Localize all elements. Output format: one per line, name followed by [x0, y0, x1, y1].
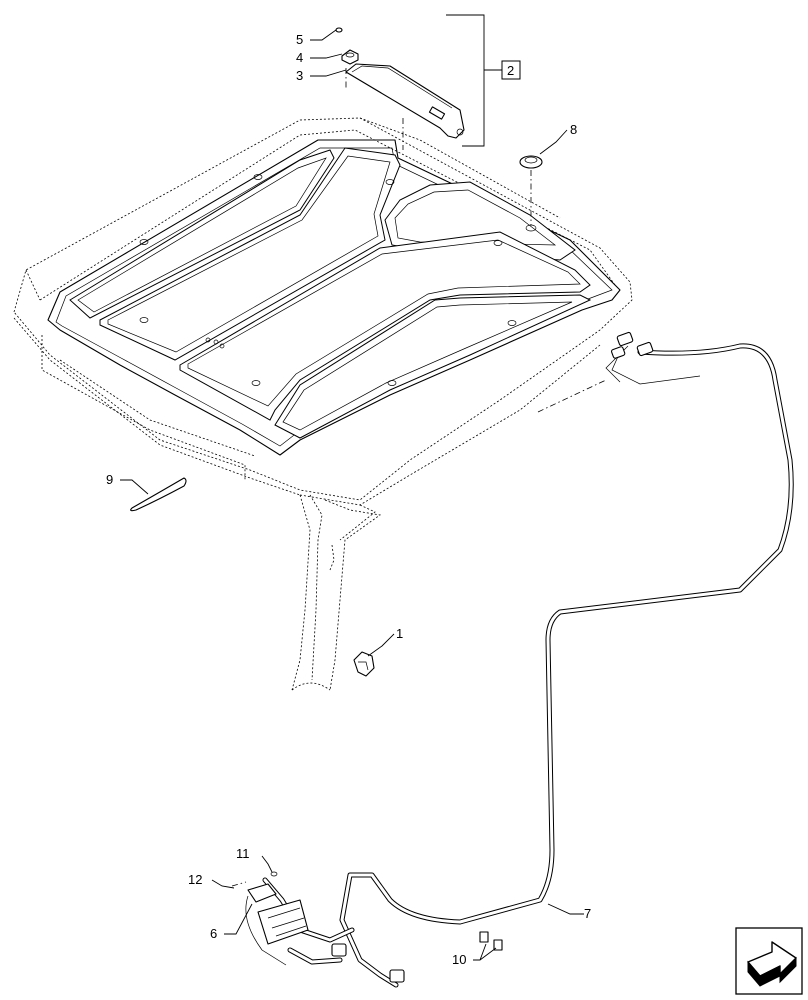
callout-7: 7: [584, 906, 591, 921]
callout-6: 6: [210, 926, 217, 941]
callout-4: 4: [296, 50, 303, 65]
grommet: [519, 155, 543, 225]
callout-2-box: [501, 60, 521, 80]
cab-roof: [13, 117, 633, 506]
callout-9: 9: [106, 472, 113, 487]
callouts: 5 4 3 2 8 9 1 11 12 6 7 10: [106, 32, 591, 967]
connector-block: [231, 871, 309, 966]
wiring-harness: [262, 331, 794, 988]
bracket-assembly: [335, 14, 502, 150]
clip: [353, 651, 375, 677]
cab-pillar: [291, 494, 382, 691]
callout-3: 3: [296, 68, 303, 83]
leader-lines: [120, 29, 584, 961]
callout-1: 1: [396, 626, 403, 641]
callout-10: 10: [452, 952, 466, 967]
callout-8: 8: [570, 122, 577, 137]
arrow-next-icon[interactable]: [735, 927, 803, 995]
callout-12: 12: [188, 872, 202, 887]
callout-2: 2: [507, 63, 514, 78]
callout-11: 11: [236, 846, 250, 861]
callout-5: 5: [296, 32, 303, 47]
lens-cover: [130, 477, 187, 512]
